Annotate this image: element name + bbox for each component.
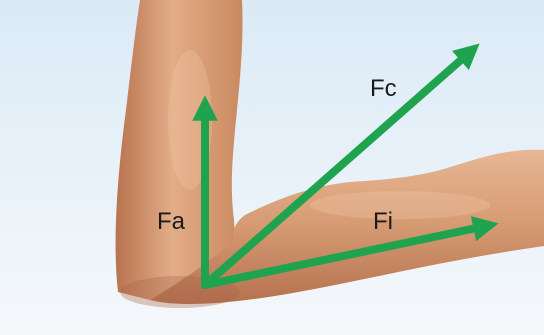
- force-label-fi: Fi: [373, 208, 393, 235]
- force-label-fc: Fc: [370, 75, 397, 102]
- forearm-highlight: [310, 191, 490, 219]
- force-label-fa: Fa: [157, 208, 186, 235]
